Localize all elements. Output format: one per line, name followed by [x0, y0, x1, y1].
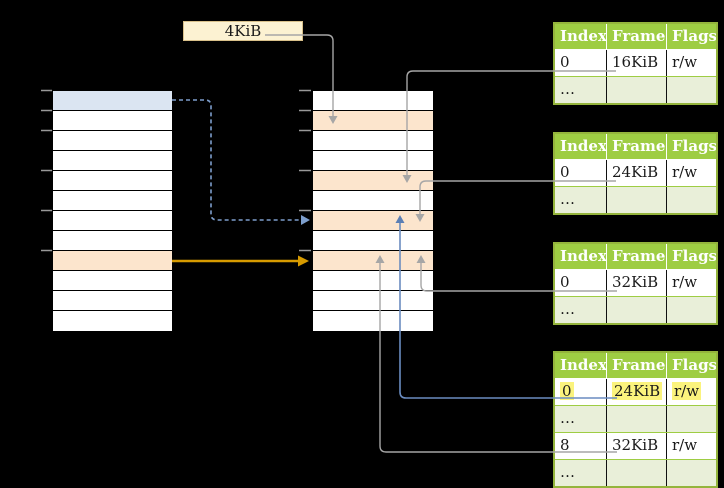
cell-frame: 16KiB	[607, 50, 667, 76]
memory-row	[313, 191, 433, 211]
memory-row	[313, 311, 433, 331]
page-size-label-box: 4KiB	[183, 21, 303, 41]
table-row: 8 32KiB r/w	[555, 432, 716, 459]
memory-row-blue	[53, 91, 172, 111]
memory-row-orange	[313, 111, 433, 131]
memory-row-orange	[313, 171, 433, 191]
memory-row	[53, 271, 172, 291]
memory-row	[313, 91, 433, 111]
cell-frame	[607, 77, 667, 103]
cell-index: 0	[555, 270, 607, 296]
cell-frame: 24KiB	[607, 379, 667, 405]
memory-row	[53, 131, 172, 151]
memory-row	[53, 151, 172, 171]
memory-row	[313, 231, 433, 251]
highlighted-value: 24KiB	[612, 382, 663, 400]
cell-flags: r/w	[672, 53, 698, 71]
memory-row	[313, 271, 433, 291]
cell-frame: 24KiB	[607, 160, 667, 186]
frame-table-header: Index Frame Flags	[555, 353, 716, 378]
frame-table-2: Index Frame Flags 0 24KiB r/w …	[553, 132, 718, 215]
table-row-ellipsis: …	[555, 186, 716, 213]
frame-table-1: Index Frame Flags 0 16KiB r/w …	[553, 22, 718, 105]
left-memory-column	[52, 90, 173, 332]
cell-frame	[607, 297, 667, 323]
cell-frame: 32KiB	[607, 433, 667, 459]
frame-table-header: Index Frame Flags	[555, 24, 716, 49]
highlighted-value: r/w	[672, 382, 702, 400]
memory-row	[53, 191, 172, 211]
table-row: 0 32KiB r/w	[555, 269, 716, 296]
frame-table-header: Index Frame Flags	[555, 134, 716, 159]
memory-row	[53, 311, 172, 331]
cell-index: …	[555, 187, 607, 213]
column-header-frame: Frame	[607, 24, 667, 49]
cell-index: 0	[555, 379, 607, 405]
frame-table-header: Index Frame Flags	[555, 244, 716, 269]
cell-index: 0	[555, 50, 607, 76]
table-row-ellipsis: …	[555, 76, 716, 103]
column-header-index: Index	[555, 134, 607, 159]
cell-flags	[667, 187, 716, 213]
column-header-flags: Flags	[672, 27, 716, 45]
cell-frame	[607, 406, 667, 432]
column-header-flags: Flags	[672, 247, 716, 265]
left-column-ticks	[41, 89, 52, 252]
column-header-frame: Frame	[607, 244, 667, 269]
column-header-index: Index	[555, 244, 607, 269]
cell-flags: r/w	[667, 379, 716, 405]
memory-row	[53, 171, 172, 191]
cell-frame: 32KiB	[607, 270, 667, 296]
column-header-flags: Flags	[672, 137, 716, 155]
cell-index: …	[555, 460, 607, 486]
table-row-ellipsis: …	[555, 296, 716, 323]
cell-flags: r/w	[672, 436, 698, 454]
cell-index: 8	[555, 433, 607, 459]
cell-frame	[607, 460, 667, 486]
memory-row	[53, 291, 172, 311]
cell-frame	[607, 187, 667, 213]
memory-row-orange	[313, 251, 433, 271]
cell-index: …	[555, 77, 607, 103]
column-header-index: Index	[555, 353, 607, 378]
frame-table-4: Index Frame Flags 0 24KiB r/w … 8 32KiB …	[553, 351, 718, 488]
memory-row	[53, 231, 172, 251]
highlighted-value: 0	[560, 382, 574, 400]
table-row-ellipsis: …	[555, 405, 716, 432]
middle-memory-column	[312, 90, 434, 332]
cell-index: 0	[555, 160, 607, 186]
cell-flags	[667, 297, 716, 323]
column-header-flags: Flags	[672, 356, 716, 374]
memory-row-orange	[313, 211, 433, 231]
table-row: 0 16KiB r/w	[555, 49, 716, 76]
cell-flags	[667, 406, 716, 432]
middle-column-ticks	[299, 89, 311, 252]
frame-table-3: Index Frame Flags 0 32KiB r/w …	[553, 242, 718, 325]
memory-row	[53, 111, 172, 131]
table-row: 0 24KiB r/w	[555, 159, 716, 186]
page-size-label: 4KiB	[224, 22, 262, 40]
column-header-index: Index	[555, 24, 607, 49]
cell-index: …	[555, 406, 607, 432]
cell-flags: r/w	[672, 273, 698, 291]
memory-row	[313, 151, 433, 171]
table-row-highlighted: 0 24KiB r/w	[555, 378, 716, 405]
memory-row	[53, 211, 172, 231]
memory-row-orange	[53, 251, 172, 271]
cell-flags	[667, 77, 716, 103]
memory-row	[313, 291, 433, 311]
cell-flags: r/w	[672, 163, 698, 181]
arrow-left-blue-row-to-middle-row7	[172, 99, 310, 225]
cell-index: …	[555, 297, 607, 323]
column-header-frame: Frame	[607, 134, 667, 159]
memory-row	[313, 131, 433, 151]
column-header-frame: Frame	[607, 353, 667, 378]
cell-flags	[667, 460, 716, 486]
